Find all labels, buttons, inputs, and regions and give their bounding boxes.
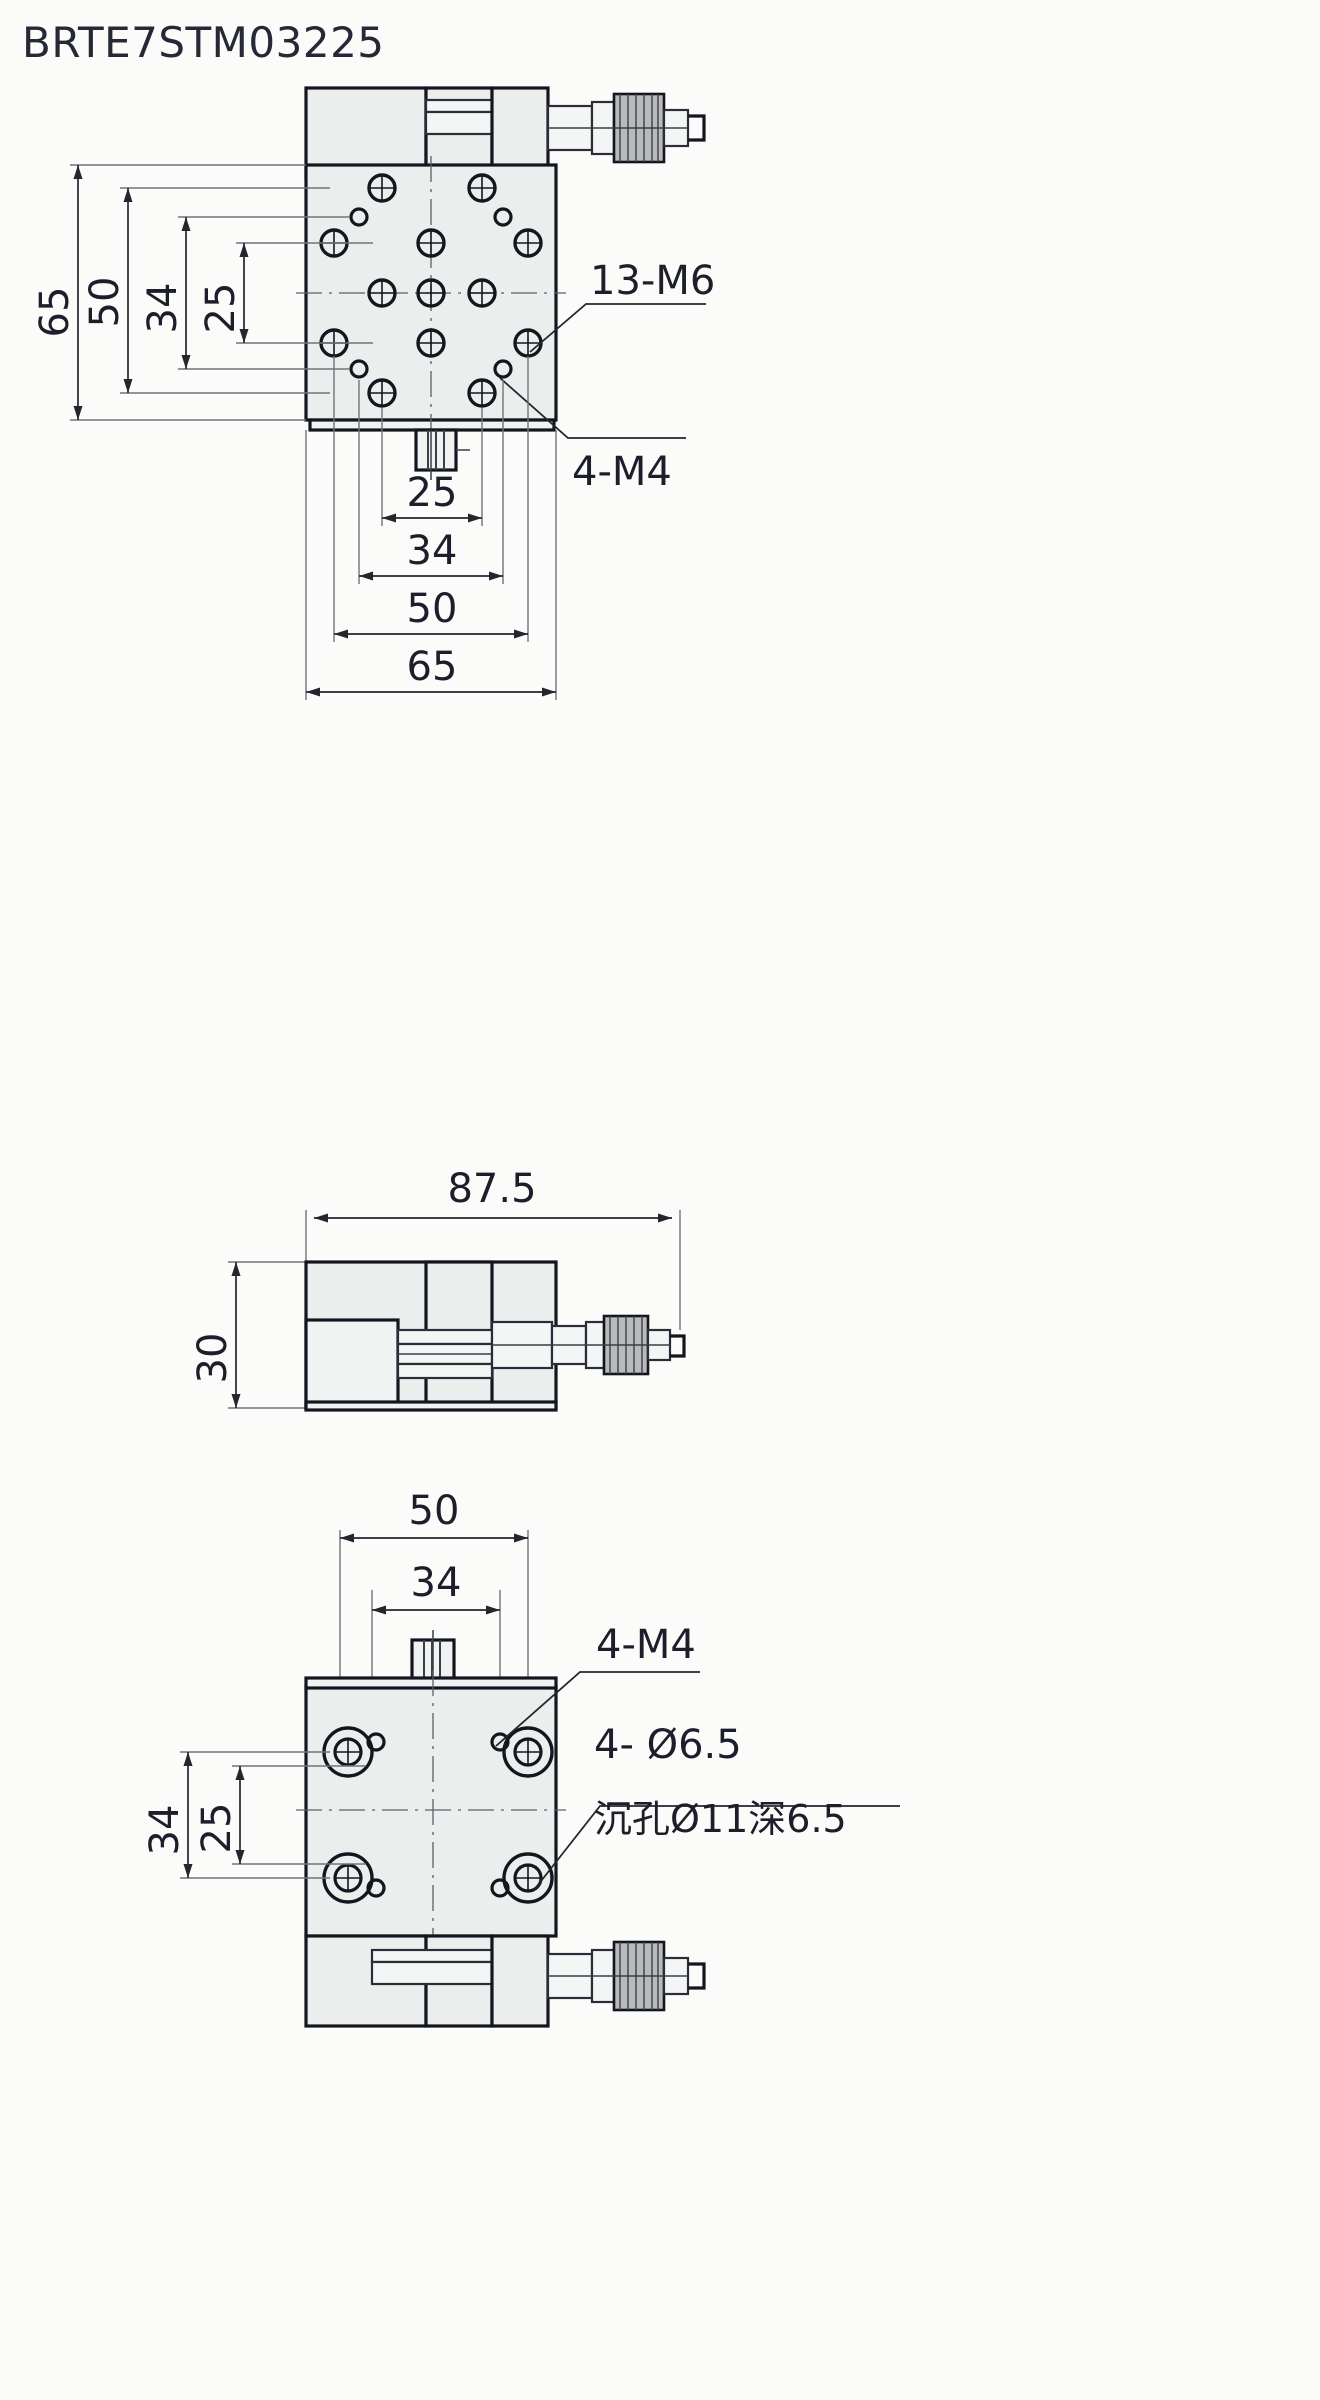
dim-label: 25 xyxy=(198,283,244,334)
callout-4-m4-top: 4-M4 xyxy=(499,377,686,495)
hole-group-counterbore xyxy=(322,1726,554,1904)
callout-label: 4-M4 xyxy=(572,449,672,495)
hole-group-m4-side xyxy=(366,1732,510,1898)
front-view: 87.5 30 xyxy=(0,1140,1320,1470)
dim-label: 50 xyxy=(409,1488,460,1534)
dim-label: 50 xyxy=(82,277,128,328)
page-title: BRTE7STM03225 xyxy=(22,18,385,67)
dim-vertical-25: 25 xyxy=(198,242,373,344)
callout-label: 13-M6 xyxy=(590,258,715,304)
dim-label: 50 xyxy=(407,586,458,632)
side-view: 50 34 xyxy=(0,1488,1320,2400)
dim-label: 65 xyxy=(407,644,458,690)
dim-vertical-34: 34 xyxy=(140,216,350,370)
dim-side-vert-25: 25 xyxy=(194,1765,366,1865)
dim-label: 34 xyxy=(140,283,186,334)
top-view: 65 50 34 25 13-M6 4-M4 25 xyxy=(0,60,1320,720)
dim-label: 34 xyxy=(411,1560,462,1606)
dim-label: 25 xyxy=(194,1803,240,1854)
hole-group-m4 xyxy=(349,207,513,379)
dim-side-vert-34: 34 xyxy=(142,1751,330,1879)
dim-vertical-65: 65 xyxy=(32,164,306,421)
callout-13-m6: 13-M6 xyxy=(529,258,715,353)
dim-label: 34 xyxy=(407,528,458,574)
callout-label: 4- Ø6.5 xyxy=(594,1722,742,1768)
dim-horizontal-25: 25 xyxy=(381,408,483,526)
dim-horizontal-34: 34 xyxy=(358,380,504,584)
dim-label: 25 xyxy=(407,470,458,516)
dim-label: 30 xyxy=(190,1333,236,1384)
dim-vertical-50: 50 xyxy=(82,187,330,394)
dim-label: 65 xyxy=(32,287,78,338)
callout-label-cn: 沉孔Ø11深6.5 xyxy=(594,1797,847,1841)
callout-4-m4-side: 4-M4 xyxy=(495,1622,700,1747)
dim-label: 87.5 xyxy=(447,1166,536,1212)
dim-horizontal-50: 50 xyxy=(333,356,529,642)
dim-horizontal-65: 65 xyxy=(305,430,557,700)
callout-label: 4-M4 xyxy=(596,1622,696,1668)
callout-counterbore: 4- Ø6.5 沉孔Ø11深6.5 xyxy=(533,1722,900,1891)
dim-side-50: 50 xyxy=(339,1488,529,1700)
dim-30: 30 xyxy=(190,1261,306,1409)
dim-label: 34 xyxy=(142,1805,188,1856)
